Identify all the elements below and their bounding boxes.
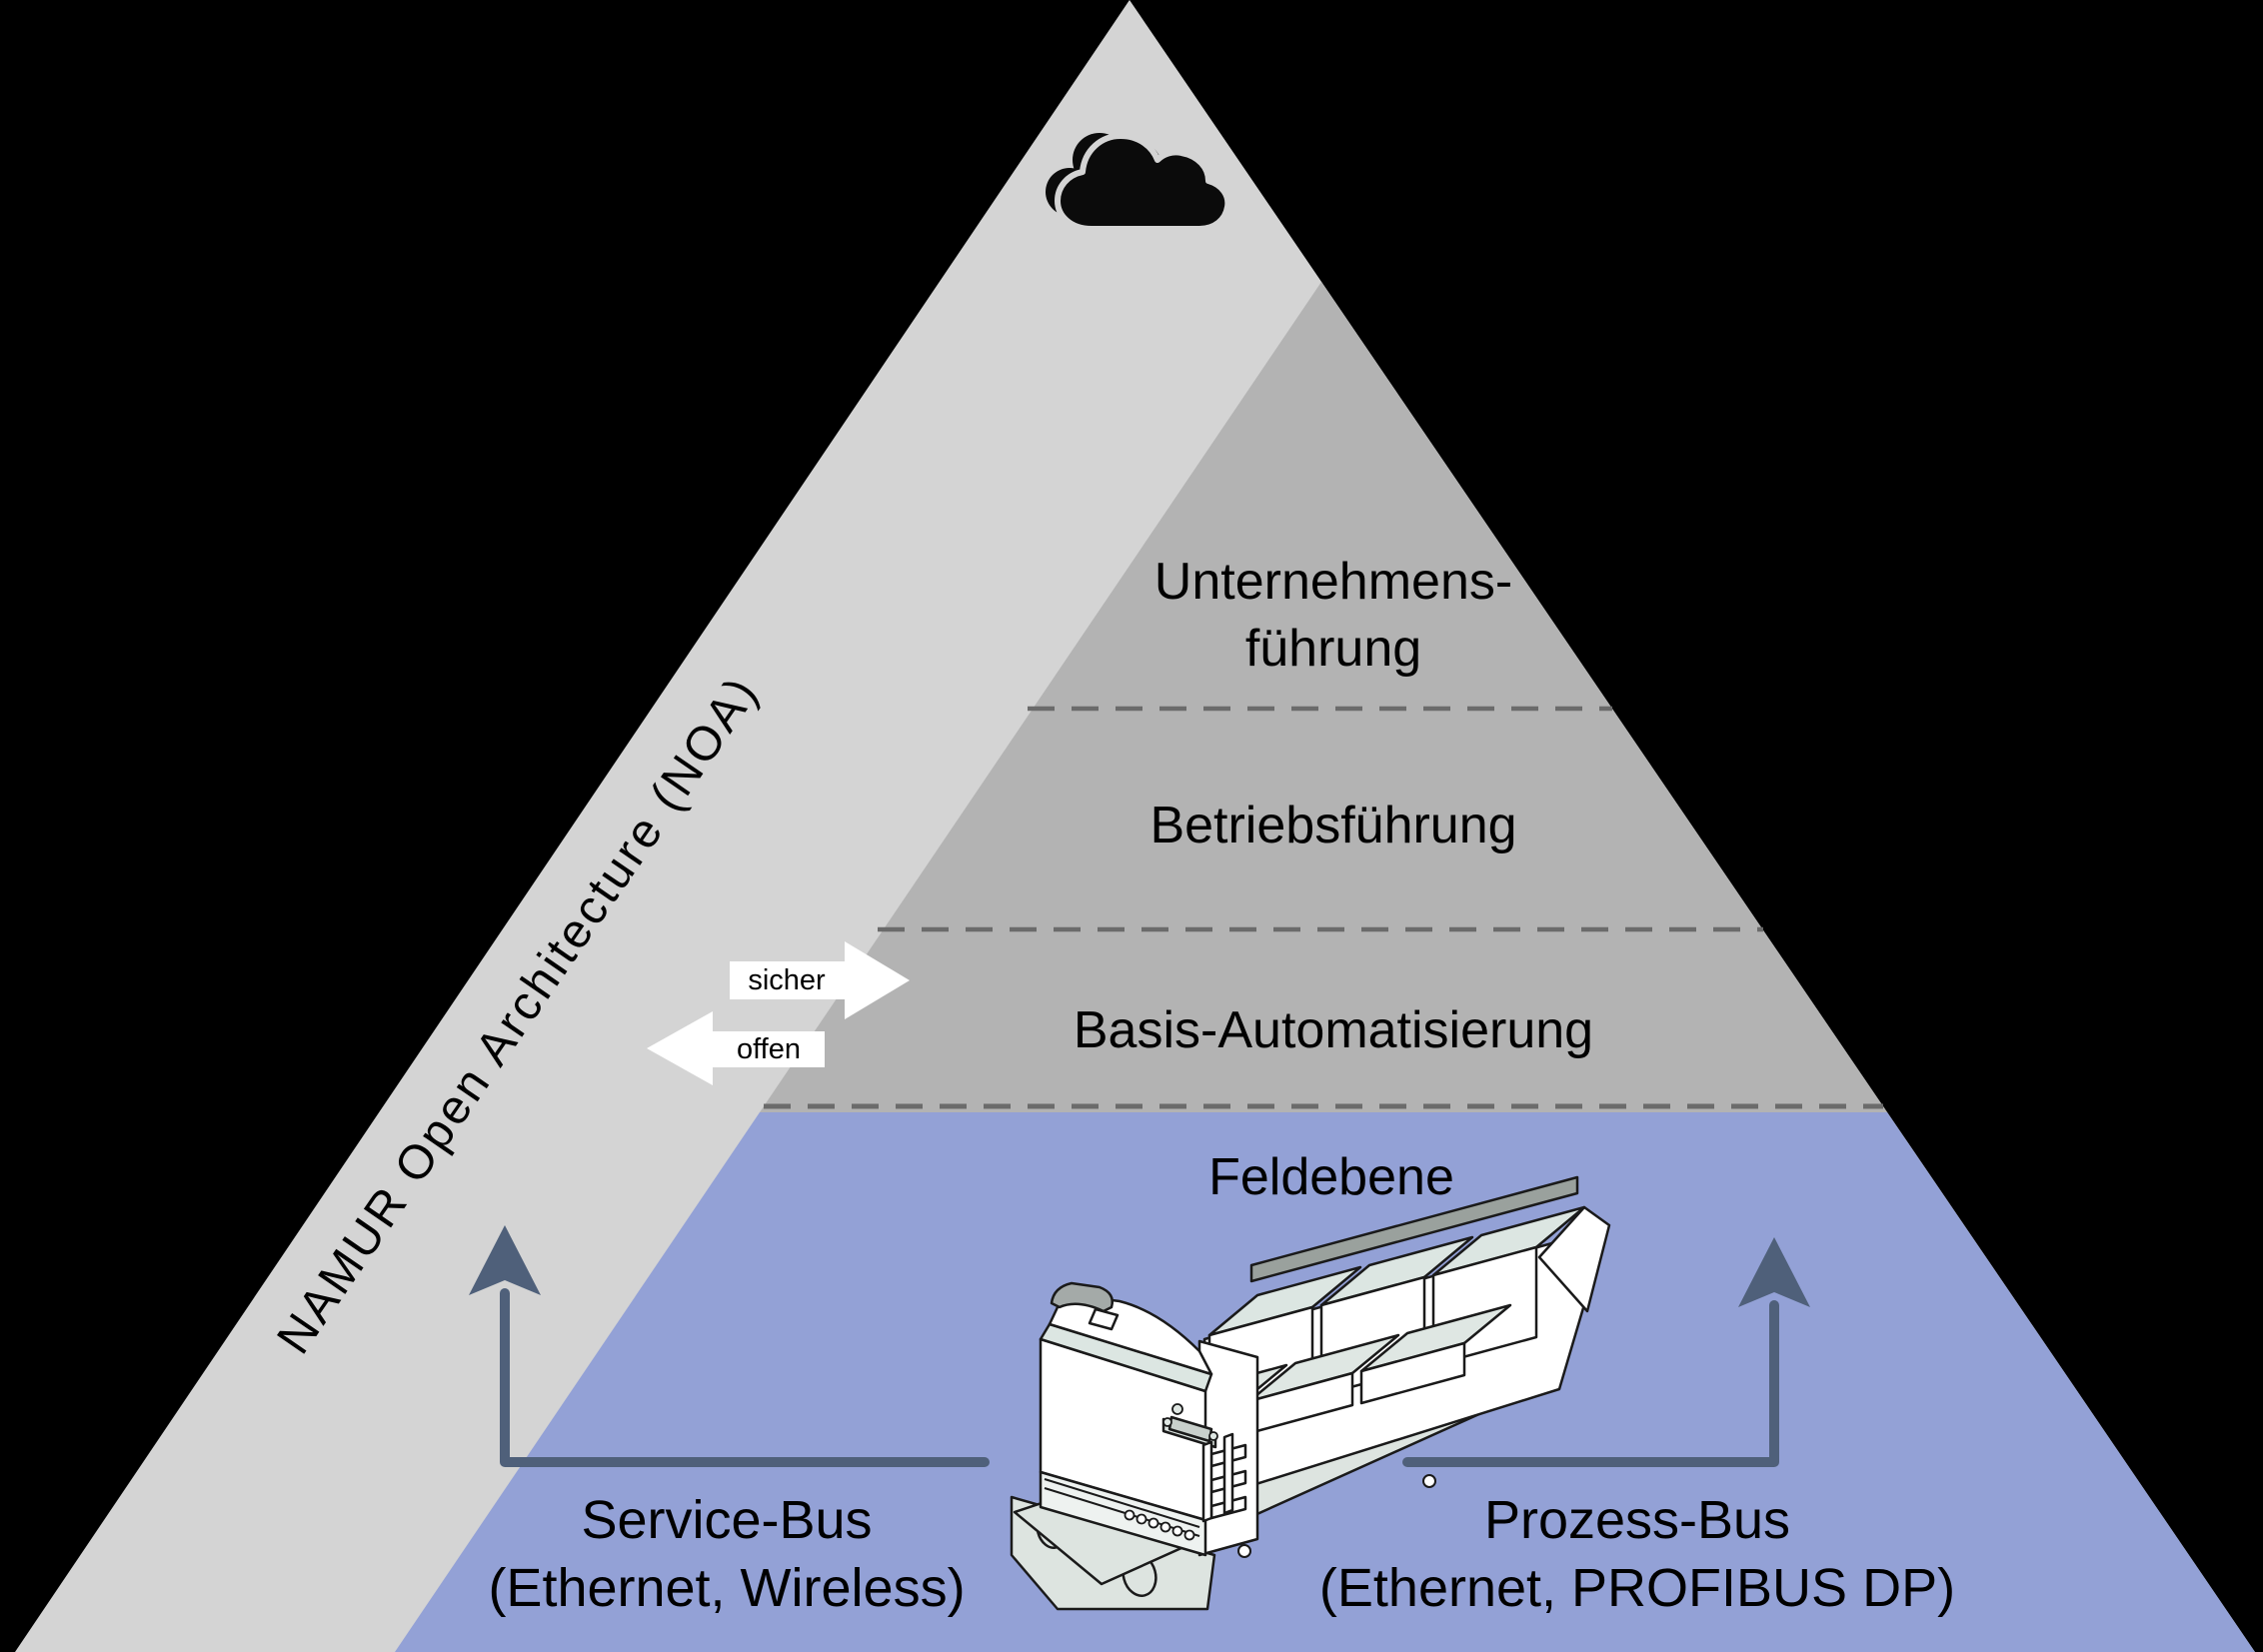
cloud-front	[1055, 133, 1231, 232]
head-terminal-pin	[1171, 1525, 1183, 1537]
dsub-screw-post	[1208, 1431, 1218, 1441]
head-handle-base	[1088, 1307, 1120, 1331]
head-terminal-strip	[1039, 1470, 1207, 1557]
device-row-back-strip	[1249, 1175, 1579, 1283]
process-bus-arrowhead	[1738, 1237, 1810, 1307]
head-terminal-pin	[1183, 1529, 1195, 1541]
level-label-basic-automation: Basis-Automatisierung	[1074, 1001, 1593, 1059]
process-bus-detail: (Ethernet, PROFIBUS DP)	[1319, 1558, 1955, 1618]
head-terminal-pin	[1159, 1521, 1171, 1533]
head-terminal-pin	[1135, 1513, 1147, 1525]
device-row-end-cap	[1537, 1205, 1611, 1313]
dsub-screw-post	[1162, 1417, 1172, 1427]
head-release-handle	[1050, 1281, 1114, 1313]
level-label-operations: Betriebsführung	[1149, 797, 1516, 854]
process-bus-arrow-line	[1402, 1300, 1779, 1467]
head-terminal-pin	[1147, 1517, 1159, 1529]
process-bus-label: Prozess-Bus	[1484, 1490, 1790, 1550]
head-pin-bar	[1201, 1440, 1213, 1523]
device-base-screw	[1422, 1474, 1436, 1488]
service-bus-detail: (Ethernet, Wireless)	[488, 1558, 965, 1618]
level-label-enterprise-line2: führung	[1245, 620, 1421, 678]
secure-right-arrow	[730, 941, 910, 1019]
level-label-field: Feldebene	[1208, 1148, 1454, 1206]
pyramid-core-levels	[760, 282, 1887, 1112]
open-left-arrow	[647, 1011, 825, 1085]
level-label-enterprise-line1: Unternehmens-	[1154, 553, 1512, 611]
head-terminal-line	[1044, 1478, 1200, 1528]
connector-knob	[1171, 1403, 1183, 1415]
cloud-icon	[1046, 133, 1231, 232]
io-terminal-front	[1359, 1341, 1466, 1405]
head-terminal-pin	[1124, 1509, 1135, 1521]
device-base-screw	[1237, 1544, 1251, 1558]
service-bus-arrow-line	[500, 1288, 990, 1467]
service-bus-arrowhead	[469, 1225, 541, 1295]
open-arrow-label: offen	[737, 1033, 801, 1065]
head-pin-bar	[1222, 1432, 1234, 1515]
field-device-illustration	[1010, 1175, 1611, 1611]
secure-arrow-label: sicher	[748, 964, 826, 996]
service-bus-label: Service-Bus	[581, 1490, 872, 1550]
